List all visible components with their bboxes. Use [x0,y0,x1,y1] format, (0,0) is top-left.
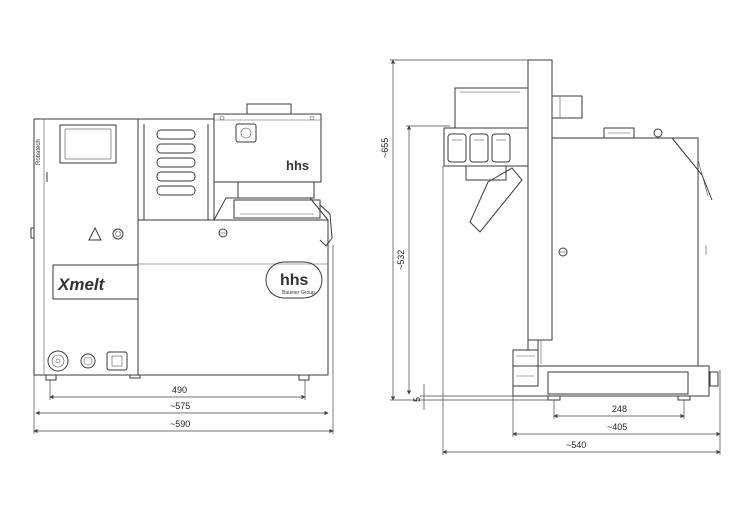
hose-couplings [465,165,507,181]
lid-frame [213,197,329,221]
display-screen [59,124,117,164]
dim-feet-spacing: 490 [172,385,187,395]
side-foot-right [677,395,691,401]
dim-overall-width: ~590 [170,419,190,429]
side-screw [558,247,568,257]
company-logo: hhs [280,272,309,289]
panel-label: Robatech [36,139,42,165]
dim-overall-depth: ~540 [566,440,586,450]
side-mount-plate [527,59,553,341]
dim-base-width: ~405 [607,422,627,432]
dim-body-height-label: ~532 [396,250,406,270]
top-vent [603,127,635,139]
cable-gland [512,349,539,387]
side-base [512,365,710,397]
company-logo-sub: Baumer Group [282,290,315,296]
ground-symbol-icon [112,228,124,240]
head-logo: hhs [286,158,309,173]
side-lever [319,204,333,247]
side-head-box [454,87,529,133]
foot-right [298,374,310,381]
side-foot-left [547,395,561,401]
applicator-head [213,113,322,183]
dim-overall-height: ~655 [380,138,390,158]
brand-label: Xmelt [57,275,106,294]
warning-triangle-icon [88,226,102,241]
brand-band [52,264,139,300]
connector-socket [47,350,69,372]
dim-foot-height: 5 [412,397,422,402]
lid-neck [237,181,315,199]
round-button [80,353,96,369]
side-head-cap [551,95,583,119]
power-switch [106,351,128,371]
dim-side-feet-spacing: 248 [612,404,627,414]
nozzle-modules [447,133,511,163]
front-view: Robatech Xmelt [30,103,334,434]
dim-body-width: ~575 [170,401,190,411]
head-switch [235,123,257,143]
side-view: ~655 ~532 5 248 ~405 ~540 [380,59,721,455]
foot-left [45,374,57,381]
angled-hose [469,167,523,233]
vent-slots [156,129,196,196]
company-logo-badge [265,261,323,299]
